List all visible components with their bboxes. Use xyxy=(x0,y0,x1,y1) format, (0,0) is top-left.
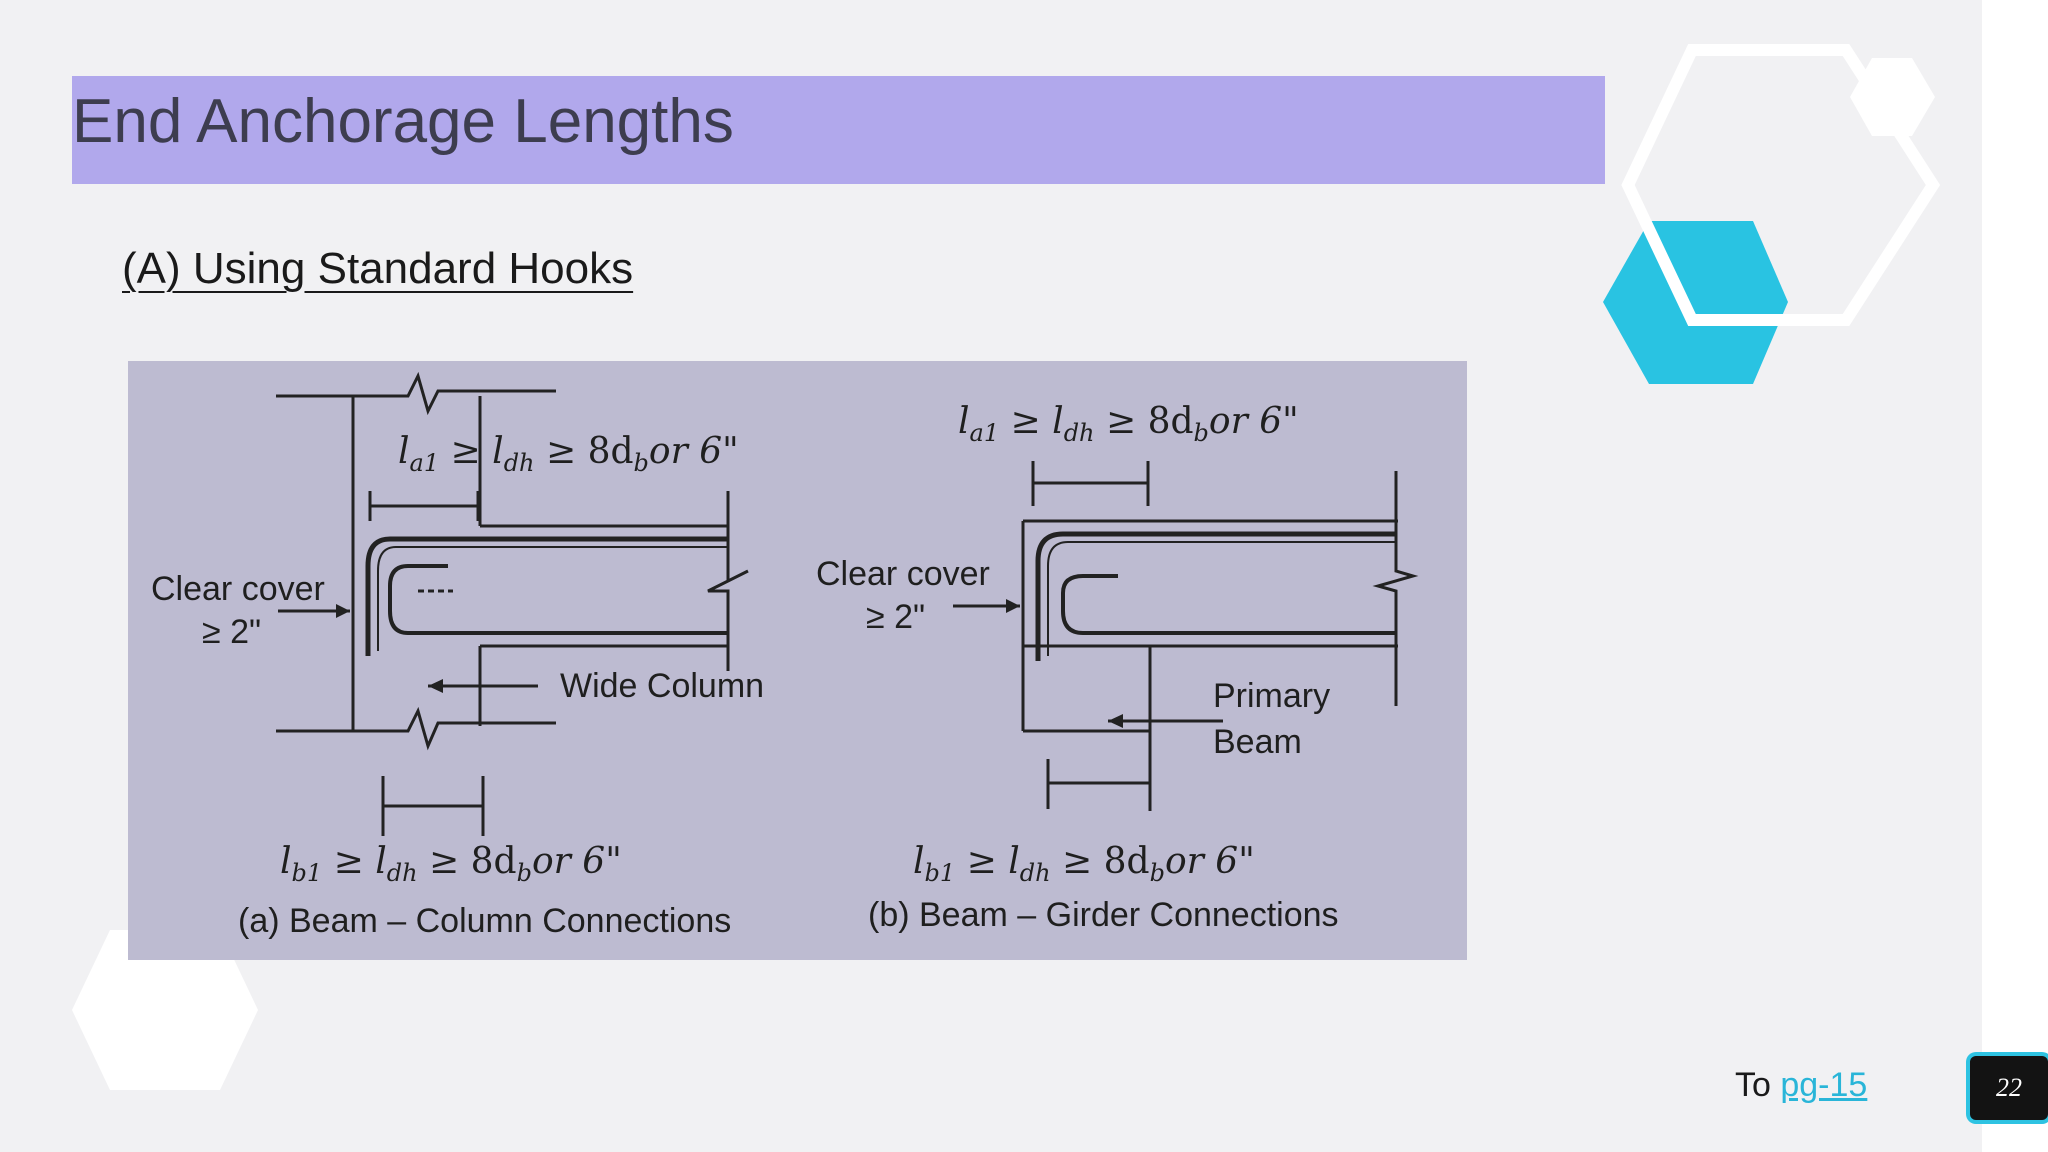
left-column-top-edge xyxy=(276,371,556,416)
title-bar xyxy=(72,76,1605,184)
footer-navigation: To pg-15 xyxy=(1735,1066,1867,1105)
hexagon-outline-large xyxy=(1621,44,1941,326)
left-caption: (a) Beam – Column Connections xyxy=(238,902,732,940)
right-clear-cover-label: Clear cover xyxy=(816,555,990,593)
wide-column-label: Wide Column xyxy=(560,667,765,705)
primary-beam-label-line2: Beam xyxy=(1213,723,1302,761)
right-top-formula: la1 ≥ ldh ≥ 8dbor 6" xyxy=(958,401,1299,447)
left-top-bar-inner xyxy=(377,546,728,651)
left-top-formula: la1 ≥ ldh ≥ 8dbor 6" xyxy=(398,431,739,477)
hexagon-cyan xyxy=(1603,221,1788,384)
right-beam-break xyxy=(1372,471,1419,706)
left-clear-cover-value: ≥ 2" xyxy=(202,613,262,651)
right-edge-strip xyxy=(1982,0,2048,1152)
right-bottom-formula: lb1 ≥ ldh ≥ 8dbor 6" xyxy=(913,841,1255,887)
hexagon-white-bottom xyxy=(72,930,258,1090)
right-top-bar-inner xyxy=(1047,541,1396,656)
section-heading: (A) Using Standard Hooks xyxy=(122,244,634,293)
left-column-arrowhead xyxy=(428,679,443,693)
left-column-bottom-edge xyxy=(276,706,556,751)
right-clear-cover-value: ≥ 2" xyxy=(866,598,926,636)
right-bottom-bar xyxy=(1061,574,1396,635)
right-caption: (b) Beam – Girder Connections xyxy=(868,896,1339,934)
footer-prefix: To xyxy=(1735,1066,1781,1104)
anchorage-figure: la1 ≥ ldh ≥ 8dbor 6" Clear cover ≥ 2" Wi… xyxy=(128,361,1467,960)
page-link[interactable]: pg-15 xyxy=(1780,1066,1868,1104)
left-beam-break xyxy=(707,491,749,671)
left-cover-arrowhead xyxy=(336,604,350,618)
right-cover-arrowhead xyxy=(1006,599,1020,613)
slide-title: End Anchorage Lengths xyxy=(72,87,734,156)
left-bottom-formula: lb1 ≥ ldh ≥ 8dbor 6" xyxy=(280,841,622,887)
anchorage-diagram-lines xyxy=(276,371,1419,836)
left-top-bar-hook xyxy=(365,536,728,656)
right-top-bar-hook xyxy=(1035,531,1396,661)
right-beam-arrowhead xyxy=(1108,714,1123,728)
left-clear-cover-label: Clear cover xyxy=(151,570,325,608)
left-bottom-bar xyxy=(388,564,728,635)
hexagon-white-small xyxy=(1850,58,1935,136)
primary-beam-label-line1: Primary xyxy=(1213,677,1331,715)
page-number-badge: 22 xyxy=(1970,1056,2048,1120)
